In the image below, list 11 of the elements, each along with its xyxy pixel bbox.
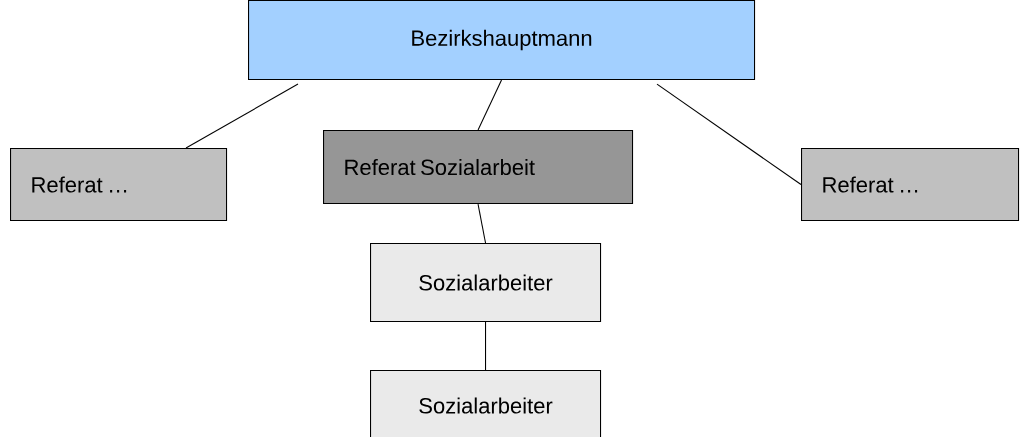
connector-line [477, 79, 503, 131]
title-box: Bezirkshauptmann [248, 0, 756, 81]
department-box: Referat … [801, 148, 1020, 222]
connector-line [185, 83, 299, 149]
connector-line [656, 83, 802, 186]
department-box: Referat Sozialarbeit [323, 130, 634, 205]
staff-box: Sozialarbeiter [370, 243, 602, 323]
connector-line [485, 321, 487, 371]
department-box: Referat … [10, 148, 228, 222]
staff-box: Sozialarbeiter [370, 370, 602, 437]
connector-line [477, 203, 487, 244]
